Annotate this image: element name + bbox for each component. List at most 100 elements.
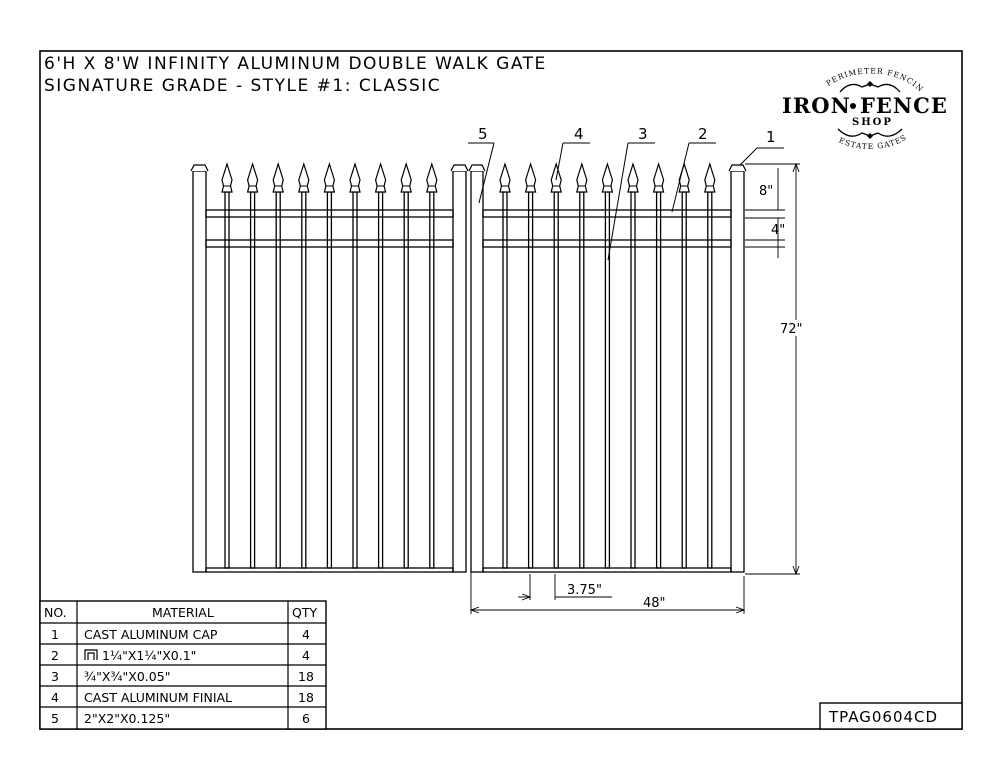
finial — [652, 161, 665, 193]
picket — [707, 191, 713, 569]
picket — [249, 191, 256, 569]
picket — [326, 191, 333, 569]
post-cap — [728, 164, 747, 172]
picket — [655, 191, 662, 569]
logo-main-left: IRON — [782, 93, 851, 118]
logo-diamond-top — [867, 81, 873, 87]
picket — [224, 191, 230, 569]
bom-row-no: 3 — [51, 669, 59, 684]
bom-header-qty: QTY — [292, 605, 317, 620]
bill-of-materials-table: NO. MATERIAL QTY 1 CAST ALUMINUM CAP 4 2… — [39, 600, 327, 730]
title-line-2: SIGNATURE GRADE - STYLE #1: CLASSIC — [44, 76, 441, 96]
finial — [246, 161, 259, 193]
finial — [323, 161, 336, 193]
gate-post — [730, 170, 745, 573]
callout-1-leader-diag — [739, 147, 758, 166]
gate-height-label: 72" — [780, 322, 803, 337]
picket — [429, 191, 435, 569]
finial — [426, 161, 438, 193]
gate-elevation — [190, 161, 747, 573]
bom-row-material: CAST ALUMINUM FINIAL — [84, 690, 232, 705]
picket — [377, 191, 384, 569]
bom-row: 2 1¼"X1¼"X0.1" 4 — [51, 648, 310, 663]
drawing-number: TPAG0604CD — [828, 708, 938, 726]
bom-row: 5 2"X2"X0.125" 6 — [51, 711, 310, 726]
title-line-1: 6'H X 8'W INFINITY ALUMINUM DOUBLE WALK … — [44, 54, 547, 74]
picket — [681, 191, 687, 569]
horizontal-rail — [482, 239, 732, 248]
post-cap — [190, 164, 209, 172]
bom-row-qty: 6 — [302, 711, 310, 726]
bom-row: 1 CAST ALUMINUM CAP 4 — [51, 627, 310, 642]
logo-diamond-bottom — [867, 133, 873, 139]
callout-1-label: 1 — [766, 128, 776, 146]
logo-dot — [850, 103, 856, 109]
horizontal-rail — [205, 239, 454, 248]
logo-main-right: FENCE — [860, 93, 948, 118]
picket — [301, 191, 307, 569]
gate-post — [192, 170, 207, 573]
bom-row-no: 5 — [51, 711, 59, 726]
bom-row-no: 1 — [51, 627, 59, 642]
finial — [704, 161, 716, 193]
leaf-width-label: 48" — [643, 596, 666, 611]
horizontal-dimensions: 3.75" 48" — [469, 570, 746, 614]
bom-row-material: 2"X2"X0.125" — [84, 711, 170, 726]
picket — [553, 191, 559, 569]
post-cap — [450, 164, 469, 172]
picket — [579, 191, 585, 569]
part-callouts: 5 4 3 2 1 — [468, 125, 784, 261]
finial — [601, 161, 614, 193]
picket — [630, 191, 636, 569]
picket — [352, 191, 358, 569]
callout-3-label: 3 — [638, 125, 648, 143]
finial — [576, 161, 588, 193]
finial — [349, 161, 361, 193]
bom-row-qty: 18 — [298, 669, 314, 684]
callout-4-label: 4 — [574, 125, 584, 143]
vertical-dimensions: 8" 4" 72" — [745, 162, 810, 576]
bom-header-material: MATERIAL — [152, 605, 214, 620]
bom-row-material: CAST ALUMINUM CAP — [84, 627, 218, 642]
callout-4-leader-diag — [555, 142, 564, 181]
callout-5-leader-diag — [478, 142, 495, 204]
callout-2-label: 2 — [698, 125, 708, 143]
bom-row: 4 CAST ALUMINUM FINIAL 18 — [51, 690, 314, 705]
bom-row-no: 4 — [51, 690, 59, 705]
picket — [275, 191, 281, 569]
finial-height-label: 8" — [759, 184, 773, 199]
bom-row-qty: 4 — [302, 648, 310, 663]
horizontal-rail — [482, 209, 732, 218]
bom-row-material: ¾"X¾"X0.05" — [84, 669, 170, 684]
finial — [374, 161, 387, 193]
bom-row: 3 ¾"X¾"X0.05" 18 — [51, 669, 314, 684]
callout-2-leader-diag — [671, 142, 690, 213]
finial — [524, 161, 537, 193]
picket — [502, 191, 508, 569]
finial — [400, 161, 412, 193]
finial — [298, 161, 310, 193]
gate-post — [470, 170, 484, 573]
bom-row-material: 1¼"X1¼"X0.1" — [102, 648, 196, 663]
post-cap — [468, 164, 486, 172]
gate-post — [452, 170, 467, 573]
sheet-border — [39, 50, 963, 730]
horizontal-rail — [205, 209, 454, 218]
finial — [627, 161, 639, 193]
logo-sub: SHOP — [852, 117, 893, 128]
rail-spacing-label: 4" — [771, 223, 785, 238]
callout-5-label: 5 — [478, 125, 488, 143]
picket-spacing-label: 3.75" — [567, 583, 602, 598]
picket — [527, 191, 534, 569]
callout-3-leader-diag — [607, 142, 629, 261]
bom-row-qty: 18 — [298, 690, 314, 705]
bom-row-no: 2 — [51, 648, 59, 663]
picket — [403, 191, 409, 569]
finial — [221, 161, 233, 193]
finial — [272, 161, 284, 193]
bom-header-no: NO. — [44, 605, 67, 620]
bom-row-qty: 4 — [302, 627, 310, 642]
u-channel-icon — [84, 649, 98, 660]
drawing-number-box: TPAG0604CD — [819, 702, 963, 730]
